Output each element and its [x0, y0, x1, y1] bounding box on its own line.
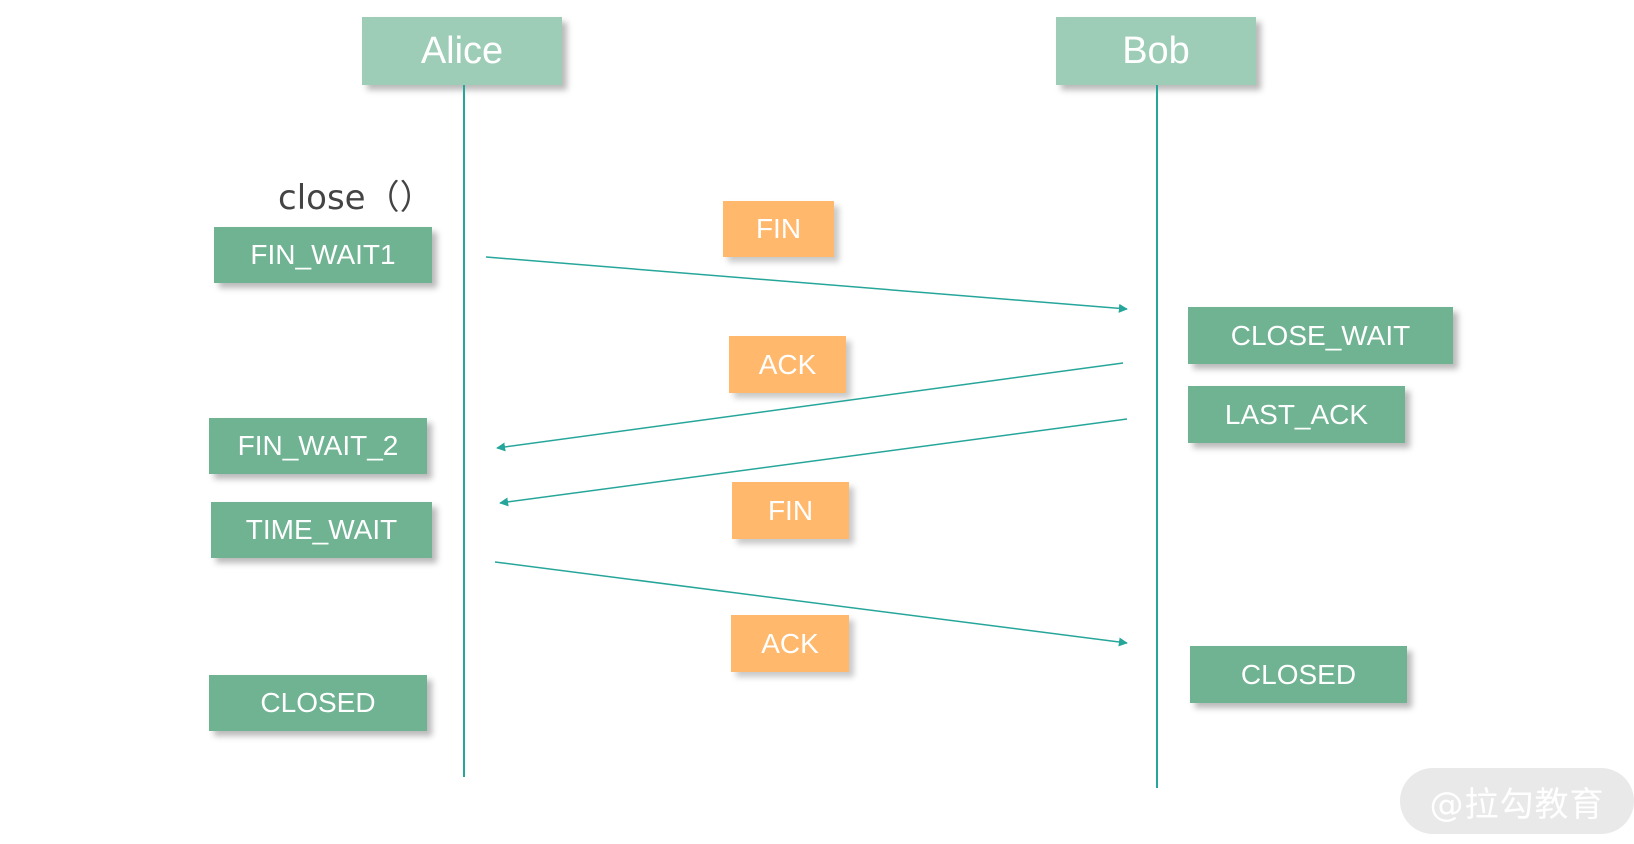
watermark: @拉勾教育 [1400, 768, 1634, 834]
state-alice-closed: CLOSED [209, 675, 427, 731]
close-call-label: close（） [278, 178, 434, 218]
arrow-fin-bob-to-alice [499, 418, 1128, 507]
bob-lifeline [1156, 85, 1158, 788]
actor-alice: Alice [362, 17, 562, 85]
state-bob-closed: CLOSED [1190, 646, 1407, 703]
arrow-ack-bob-to-alice [496, 362, 1124, 452]
actor-bob: Bob [1056, 17, 1256, 85]
message-label-fin-1: FIN [723, 201, 834, 257]
state-close-wait: CLOSE_WAIT [1188, 307, 1453, 364]
state-fin-wait1: FIN_WAIT1 [214, 227, 432, 283]
state-time-wait: TIME_WAIT [211, 502, 432, 558]
alice-lifeline [463, 85, 465, 777]
state-fin-wait-2: FIN_WAIT_2 [209, 418, 427, 474]
message-label-fin-2: FIN [732, 482, 849, 539]
message-label-ack-2: ACK [731, 615, 849, 672]
state-last-ack: LAST_ACK [1188, 386, 1405, 443]
arrow-ack-alice-to-bob [494, 561, 1128, 647]
arrow-fin-alice-to-bob [485, 256, 1128, 313]
message-label-ack-1: ACK [729, 336, 846, 393]
